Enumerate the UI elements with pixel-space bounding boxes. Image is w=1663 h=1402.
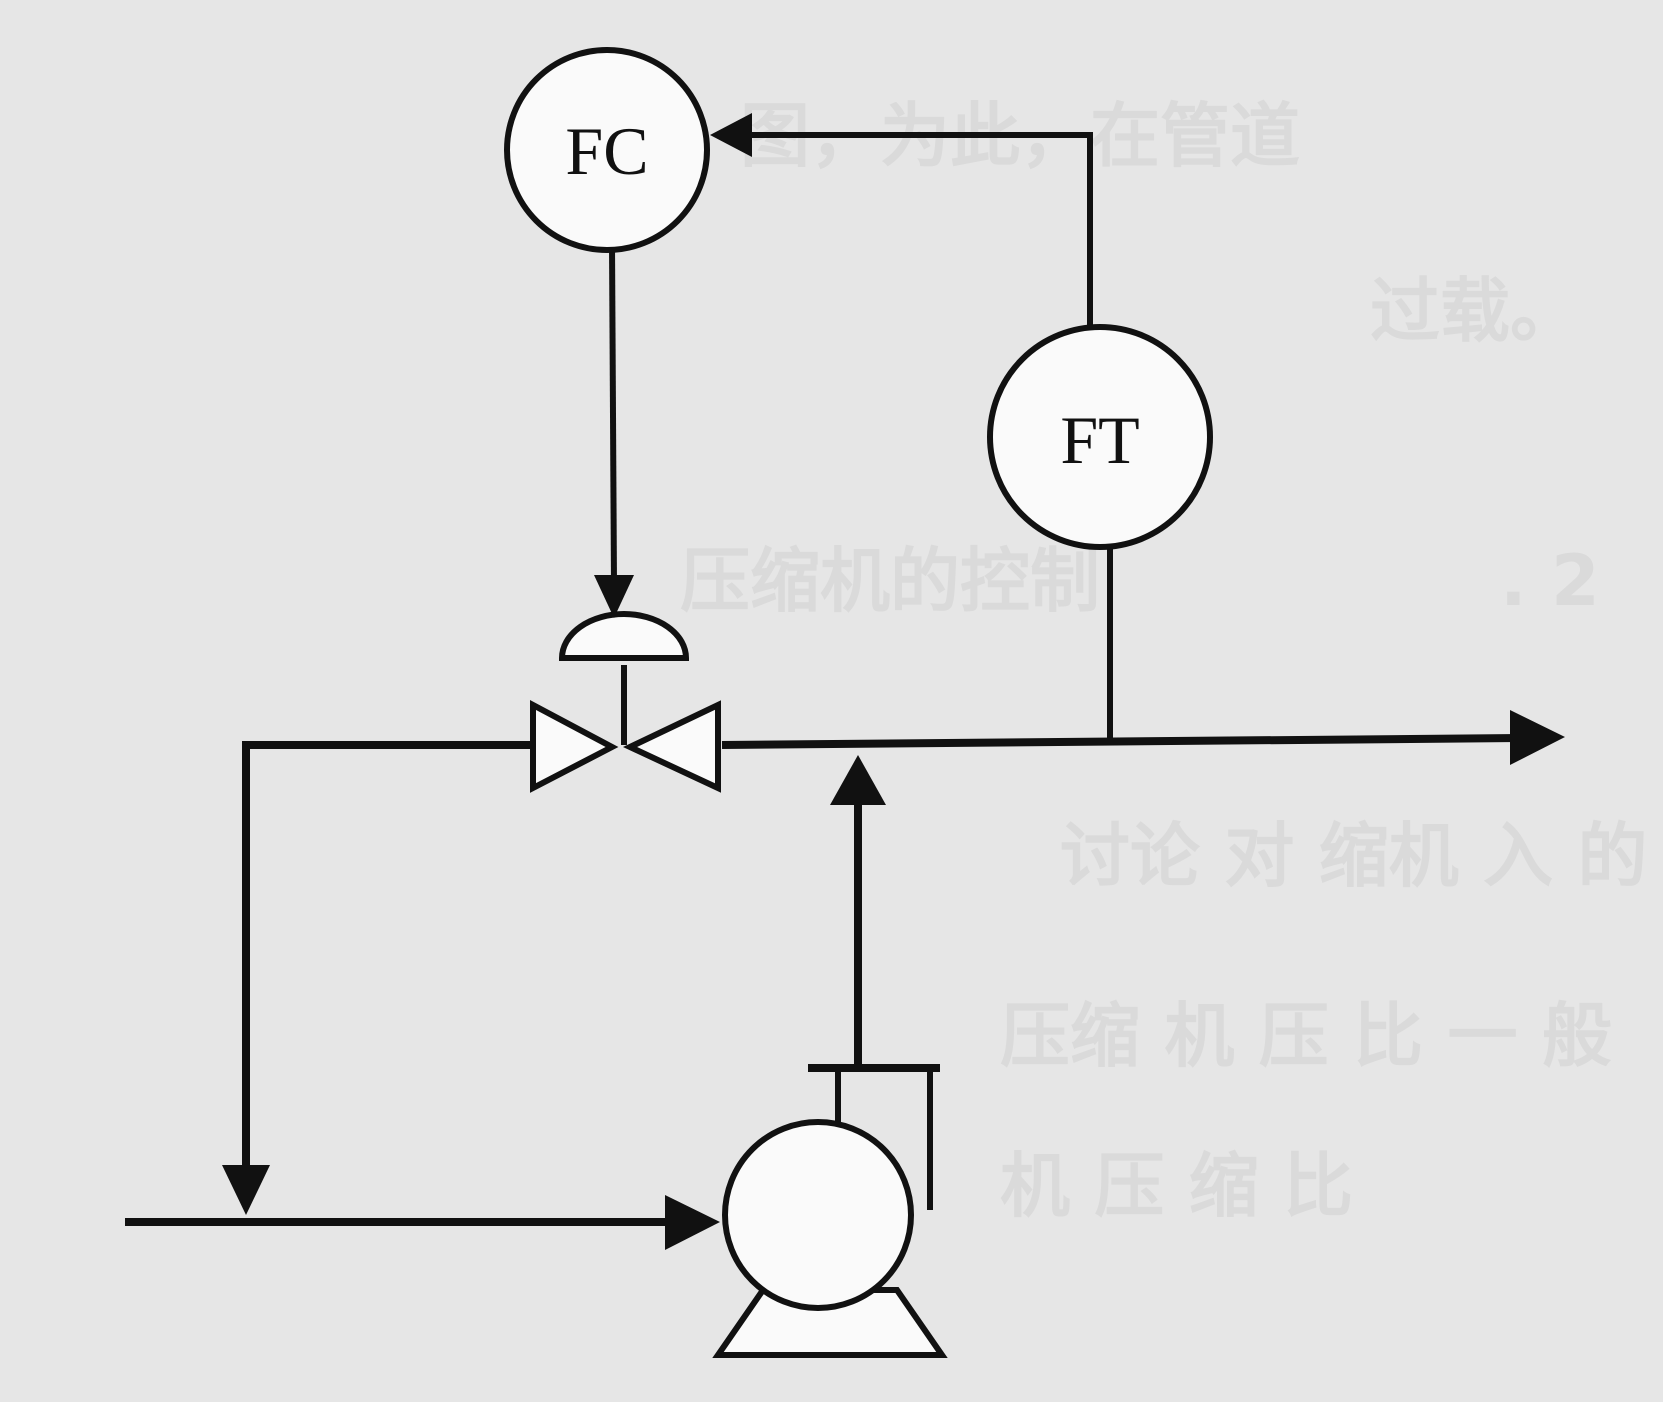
discharge-arrow-icon xyxy=(830,755,886,805)
flow-controller: FC xyxy=(504,47,710,253)
flow-transmitter: FT xyxy=(987,324,1213,550)
outlet-arrow-icon xyxy=(1510,710,1565,765)
control-valve xyxy=(530,611,721,793)
pump-casing xyxy=(722,1119,914,1311)
recycle-arrow-icon xyxy=(222,1165,270,1215)
suction-arrow-icon xyxy=(665,1195,720,1250)
bleed-text-section-no: . 2 xyxy=(1500,540,1600,622)
recycle-pipe xyxy=(242,741,533,1180)
centrifugal-pump-icon xyxy=(712,1064,948,1358)
controller-output-line xyxy=(609,244,617,586)
controller-output-arrow-icon xyxy=(594,575,634,618)
transmitter-circle xyxy=(987,324,1213,550)
valve-right-triangle xyxy=(622,700,721,793)
controller-circle xyxy=(504,47,710,253)
transmitter-signal-line xyxy=(718,132,1093,325)
bleed-text-4: 压缩 机 压 比 一 般 xyxy=(1000,995,1612,1077)
valve-actuator-icon xyxy=(558,611,690,661)
background-bleed-text: 图，为此，在管道 过载。 压缩机的控制 . 2 讨论 对 缩机 入 的 具 压缩… xyxy=(680,95,1663,1227)
outlet-pipe xyxy=(721,734,1521,749)
bleed-text-3: 讨论 对 缩机 入 的 具 xyxy=(1060,815,1663,897)
transmitter-signal-arrow-icon xyxy=(710,113,752,157)
bleed-text-2: 过载。 xyxy=(1370,270,1580,352)
controller-tag: FC xyxy=(565,113,648,189)
bleed-text-5: 机 压 缩 比 xyxy=(1000,1145,1353,1227)
transmitter-tag: FT xyxy=(1060,402,1139,478)
bleed-text-section: 压缩机的控制 xyxy=(680,540,1100,622)
valve-left-triangle xyxy=(530,700,619,793)
